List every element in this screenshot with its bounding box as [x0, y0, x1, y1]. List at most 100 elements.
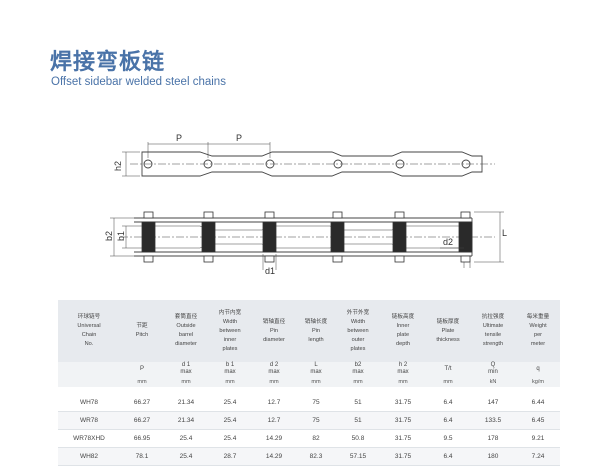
column-header-en: inner [223, 336, 237, 343]
column-header-en: Chain [81, 332, 97, 338]
column-header-en: Outside [176, 323, 196, 329]
column-header-en: per [533, 332, 543, 338]
column-unit: kN [470, 376, 516, 387]
table-cell: 78.1 [120, 447, 164, 466]
column-header-cn: 每米重量 [526, 314, 550, 320]
table-cell: 178 [470, 429, 516, 448]
h2-label: h2 [113, 161, 123, 171]
table-cell: 7.24 [516, 447, 560, 466]
table-cell: 50.8 [336, 429, 380, 448]
table-spacer [58, 387, 560, 394]
column-header-en: plate [396, 332, 410, 338]
table-cell: 21.34 [164, 411, 208, 430]
table-cell: 21.34 [164, 394, 208, 412]
L-label: L [502, 228, 507, 238]
column-header-cn: 内节内宽 [218, 309, 242, 316]
table-cell: 6.4 [426, 411, 470, 430]
column-header: 每米重量 Weight per meter [516, 300, 560, 362]
table-cell: WR78XHD [58, 429, 120, 448]
column-header-en: plates [350, 345, 366, 352]
column-header-en: thickness [436, 336, 460, 343]
table-cell: WR78 [58, 411, 120, 430]
table-cell: 25.4 [164, 429, 208, 448]
table-cell: 82 [296, 429, 336, 448]
column-header-cn: 销轴长度 [304, 318, 328, 325]
column-header-en: Ultimate [482, 323, 504, 329]
page-subtitle: Offset sidebar welded steel chains [51, 76, 226, 88]
symbol-qualifier: max [180, 369, 192, 375]
symbol-text: d 1 [181, 362, 191, 368]
table-cell: WH82 [58, 447, 120, 466]
symbol-text: d 2 [269, 362, 279, 368]
column-header: 链板厚度 Plate thickness [426, 300, 470, 362]
column-header-en: between [219, 327, 241, 334]
table-cell: 12.7 [252, 394, 296, 412]
table-cell: 6.45 [516, 411, 560, 430]
column-header-cn: 节距 [136, 323, 148, 329]
table-cell: 31.75 [380, 447, 426, 466]
symbol-text: q [536, 365, 540, 372]
page-title: 焊接弯板链 [50, 50, 166, 75]
b1-label: b1 [116, 231, 126, 241]
symbol-text: b2 [354, 362, 362, 368]
column-header-en: outer [351, 336, 365, 343]
column-header-en: strength [482, 341, 504, 347]
table-cell: 14.29 [252, 447, 296, 466]
table-cell: 14.29 [252, 429, 296, 448]
column-header-cn: 链板厚度 [436, 318, 460, 325]
column-unit: mm [380, 376, 426, 387]
table-cell: 9.5 [426, 429, 470, 448]
table-cell: 31.75 [380, 394, 426, 412]
column-header-cn: 抗拉强度 [481, 314, 505, 320]
table-cell: 66.27 [120, 394, 164, 412]
table-cell: 66.27 [120, 411, 164, 430]
column-header-en: Plate [441, 327, 455, 334]
table-cell: 25.4 [208, 394, 252, 412]
table-cell: 147 [470, 394, 516, 412]
table-cell: 51 [336, 394, 380, 412]
column-header-en: Weight [529, 323, 547, 329]
symbol-qualifier: max [352, 369, 364, 375]
table-cell: 6.44 [516, 394, 560, 412]
column-header-en: diameter [175, 341, 197, 347]
column-header-cn: 外节外宽 [346, 309, 370, 316]
column-unit: mm [252, 376, 296, 387]
column-header-en: meter [530, 341, 546, 347]
table-cell: 6.4 [426, 447, 470, 466]
spacer-cell [58, 387, 560, 394]
column-header-en: Width [222, 318, 238, 325]
symbol-text: Q [490, 362, 496, 368]
symbol-text: h 2 [398, 362, 408, 368]
column-header-cn: 环球链号 [77, 314, 101, 320]
column-header-en: between [347, 327, 369, 334]
column-header-en: No. [84, 341, 94, 347]
table-cell: 57.15 [336, 447, 380, 466]
column-header: 节距 Pitch [120, 300, 164, 362]
table-cell: 75 [296, 411, 336, 430]
top-view [120, 217, 495, 257]
symbol-qualifier: max [310, 369, 322, 375]
symbol-qualifier: max [268, 369, 280, 375]
column-symbol: T/t [426, 362, 470, 376]
column-unit: mm [336, 376, 380, 387]
symbol-qualifier: max [224, 369, 236, 375]
column-header-en: depth [396, 341, 410, 347]
column-header-en: Pitch [135, 332, 149, 338]
column-header-en: Pin [311, 327, 321, 334]
table-cell: 31.75 [380, 411, 426, 430]
column-header-en: length [308, 336, 324, 343]
table-cell: 133.5 [470, 411, 516, 430]
column-header: 销轴长度 Pin length [296, 300, 336, 362]
symbol-text: L [314, 362, 318, 368]
